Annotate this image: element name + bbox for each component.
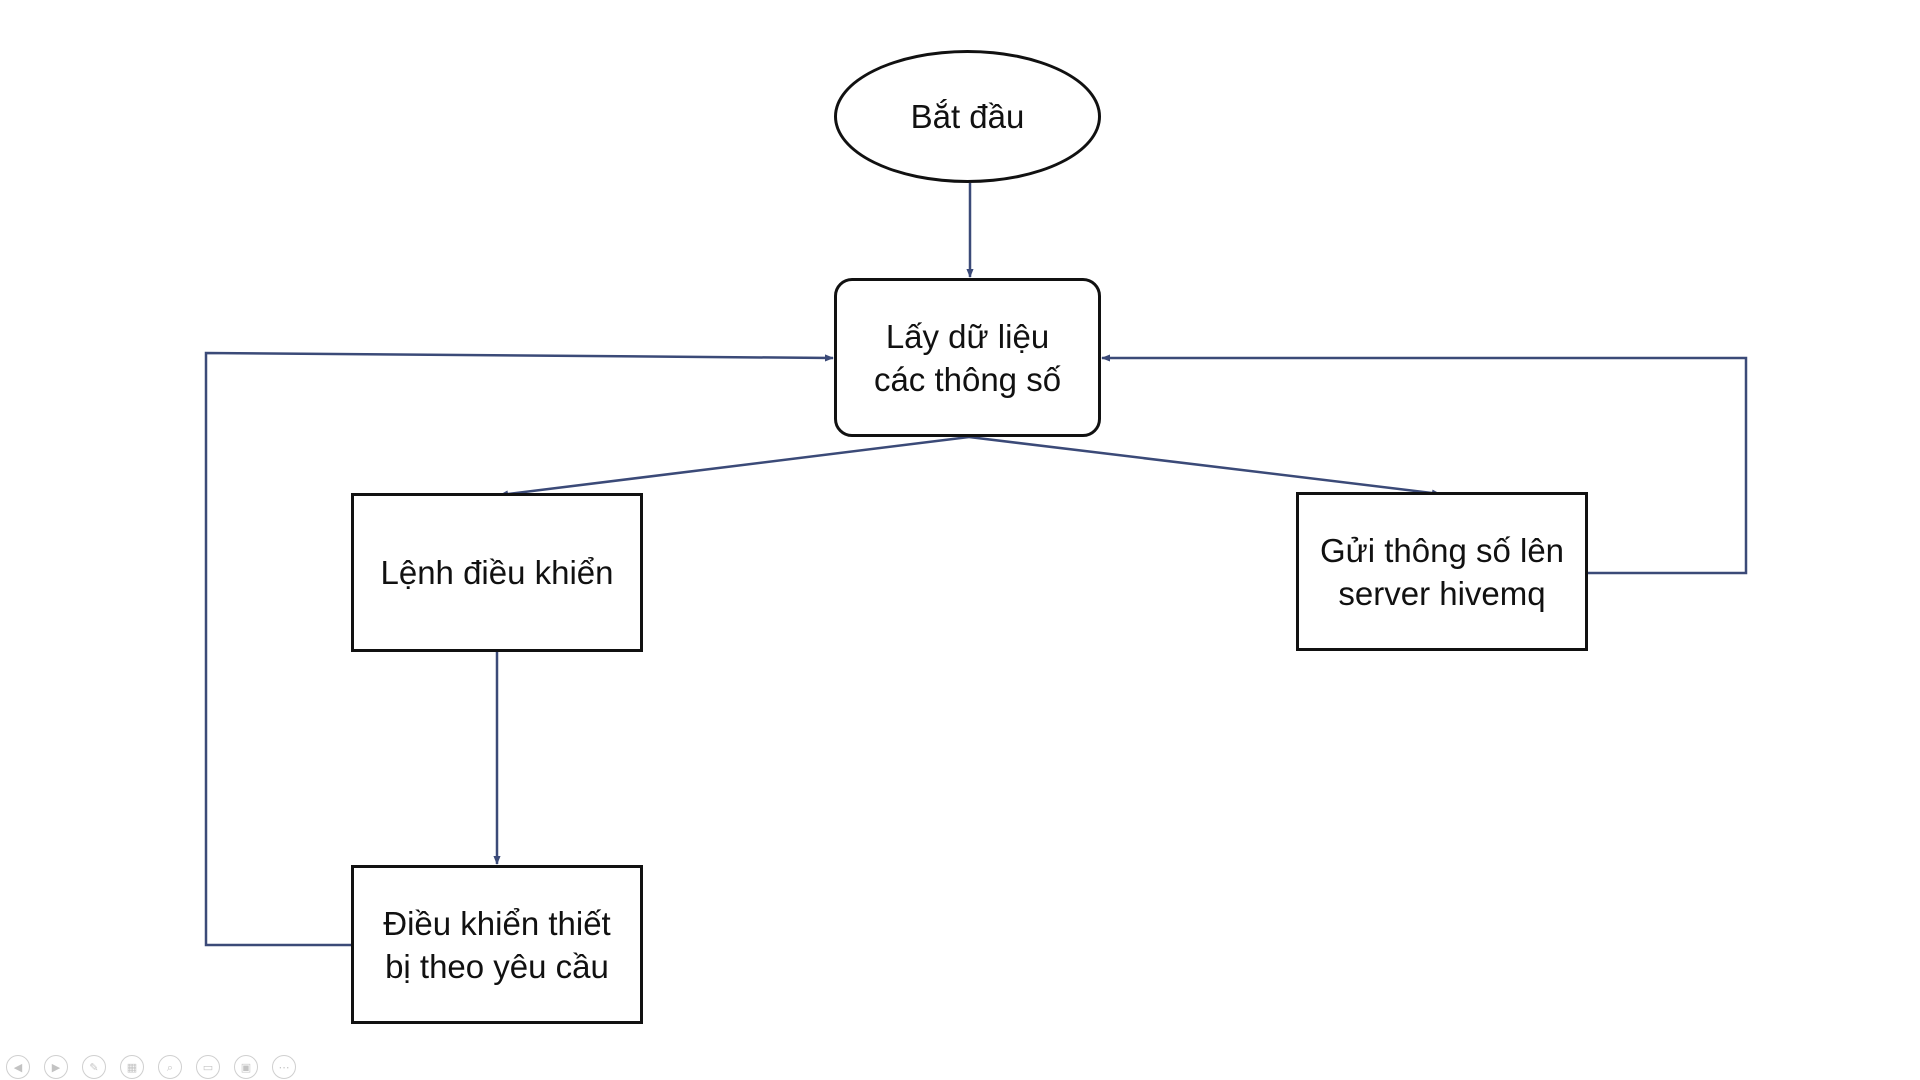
send-data-node: Gửi thông số lên server hivemq [1296,492,1588,651]
send-data-node-label: Gửi thông số lên server hivemq [1312,529,1572,615]
control-device-node-line1: Điều khiển thiết [383,904,611,942]
pen-icon[interactable]: ✎ [82,1055,106,1079]
subtitles-icon[interactable]: ▭ [196,1055,220,1079]
command-node: Lệnh điều khiển [351,493,643,652]
command-node-label: Lệnh điều khiển [380,554,614,591]
get-data-node-line1: Lấy dữ liệu [885,317,1050,355]
previous-icon[interactable]: ◀ [6,1055,30,1079]
slideshow-toolbar: ◀ ▶ ✎ ▦ ⌕ ▭ ▣ ⋯ [6,1055,296,1079]
get-data-node: Lấy dữ liệu các thông số [834,278,1101,437]
send-data-node-line1: Gửi thông số lên [1319,531,1565,569]
send-data-node-line2: server hivemq [1338,574,1546,612]
start-node-label: Bắt đầu [910,98,1025,135]
next-icon[interactable]: ▶ [44,1055,68,1079]
zoom-icon[interactable]: ⌕ [158,1055,182,1079]
start-node: Bắt đầu [834,50,1101,183]
connector-get-data-to-command [499,435,970,498]
get-data-node-label: Lấy dữ liệu các thông số [866,315,1069,401]
more-options-icon[interactable]: ⋯ [272,1055,296,1079]
camera-off-icon[interactable]: ▣ [234,1055,258,1079]
control-device-node: Điều khiển thiết bị theo yêu cầu [351,865,643,1024]
control-device-node-label: Điều khiển thiết bị theo yêu cầu [375,902,618,988]
slides-grid-icon[interactable]: ▦ [120,1055,144,1079]
control-device-node-line2: bị theo yêu cầu [385,947,609,985]
connector-get-data-to-send [968,435,1441,497]
get-data-node-line2: các thông số [873,360,1062,398]
